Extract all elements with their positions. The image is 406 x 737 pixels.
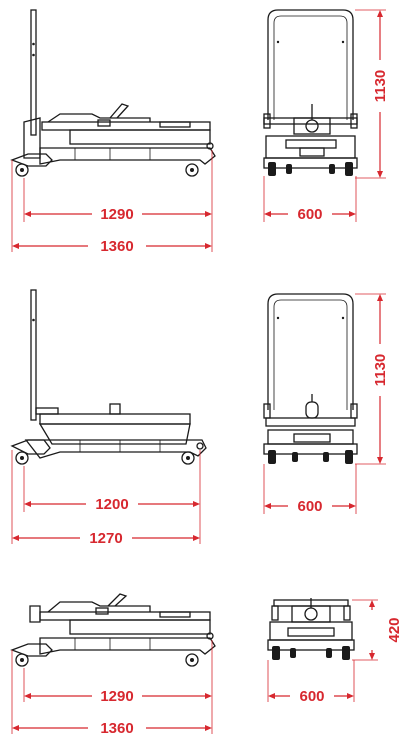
- row3-side-dimensions: 1290 1360: [11, 640, 213, 737]
- row1-inner-length-label: 1290: [100, 206, 133, 223]
- row2-side-view: [10, 289, 207, 465]
- row2-width-label: 600: [297, 498, 322, 515]
- row3-width-label: 600: [299, 688, 324, 705]
- row1-front-view: [263, 9, 358, 176]
- row3-side-view: [10, 593, 216, 667]
- row1-width-label: 600: [297, 206, 322, 223]
- row3-front-dimensions: 420 600: [267, 599, 403, 705]
- row3-outer-length-label: 1360: [100, 720, 133, 737]
- row3-front-view: [267, 598, 355, 660]
- row1-side-dimensions: 1290 1360: [11, 150, 213, 255]
- row2-outer-length-label: 1270: [89, 530, 122, 547]
- row2-height-label: 1130: [372, 354, 389, 387]
- row1-side-view: [10, 9, 216, 177]
- row1-outer-length-label: 1360: [100, 238, 133, 255]
- row1-front-dimensions: 1130 600: [263, 9, 389, 223]
- row2-front-view: [263, 293, 358, 464]
- row2-inner-length-label: 1200: [95, 496, 128, 513]
- row2-front-dimensions: 1130 600: [263, 293, 389, 515]
- row1-height-label: 1130: [372, 70, 389, 103]
- row3-inner-length-label: 1290: [100, 688, 133, 705]
- row3-height-label: 420: [386, 617, 403, 642]
- row2-side-dimensions: 1200 1270: [11, 450, 201, 547]
